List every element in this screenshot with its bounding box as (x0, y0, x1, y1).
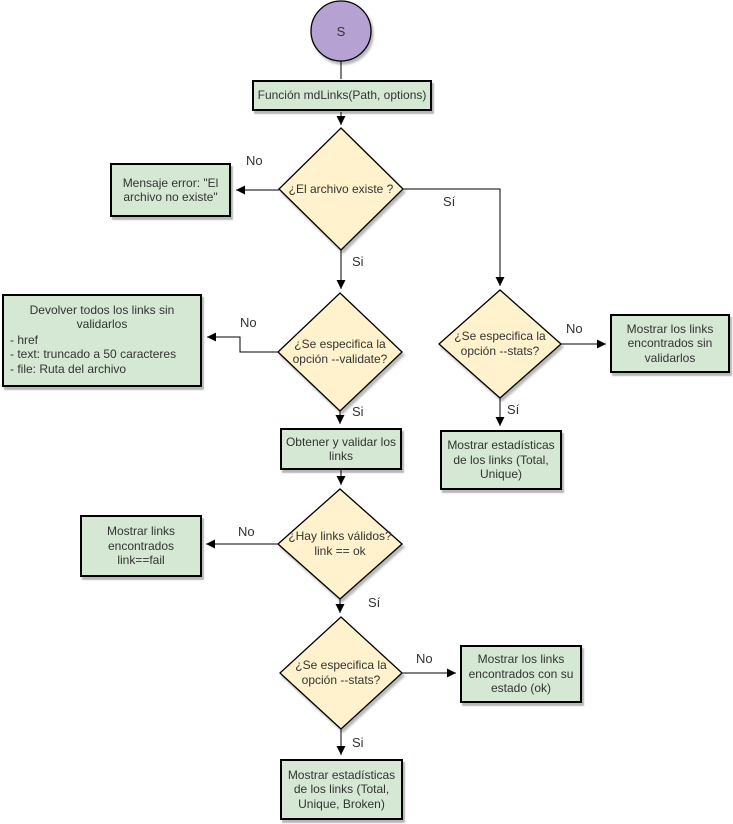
decision-opcion-validate (277, 292, 403, 412)
start-circle (310, 0, 372, 62)
process-mostrar-estado-ok: Mostrar los links encontrados con su est… (460, 645, 582, 703)
decision-opcion-stats-derecha (438, 289, 562, 399)
devolver-title: Devolver todos los links sin validarlos (29, 303, 175, 332)
process-estadisticas-total-unique: Mostrar estadísticas de los links (Total… (440, 430, 562, 490)
devolver-item-file: - file: Ruta del archivo (10, 361, 127, 376)
edge-label-validate-si: Si (352, 404, 364, 419)
decision-archivo-existe (278, 127, 404, 251)
decision-opcion-stats-abajo (279, 616, 403, 730)
process-mensaje-error: Mensaje error: "El archivo no existe" (110, 163, 231, 217)
edge-label-existe-si-derecha: Sí (443, 194, 456, 209)
edge-existe-si-derecha (403, 188, 505, 286)
edge-validate-no (207, 332, 278, 353)
edge-label-hay-links-no: No (238, 524, 255, 539)
process-funcion-mdlinks: Función mdLinks(Path, options) (252, 80, 432, 111)
process-devolver-links: Devolver todos los links sin validarlos … (2, 294, 202, 387)
edge-label-stats-abajo-si: Si (352, 735, 364, 750)
edge-label-hay-links-si: Sí (368, 595, 381, 610)
edge-label-existe-si-abajo: Si (352, 254, 364, 269)
devolver-items: - href - text: truncado a 50 caracteres … (7, 333, 197, 376)
edge-label-stats-derecha-si: Sí (507, 402, 520, 417)
edge-label-stats-abajo-no: No (416, 651, 433, 666)
decision-hay-links-validos (277, 488, 403, 600)
devolver-item-text: - text: truncado a 50 caracteres (10, 347, 177, 362)
edge-label-existe-no: No (246, 153, 263, 168)
devolver-item-href: - href (10, 332, 39, 347)
edge-label-stats-derecha-no: No (566, 321, 583, 336)
process-obtener-validar: Obtener y validar los links (280, 428, 402, 470)
process-mostrar-sin-validar: Mostrar los links encontrados sin valida… (610, 314, 730, 373)
process-estadisticas-broken: Mostrar estadísticas de los links (Total… (280, 759, 403, 820)
edge-label-validate-no: No (240, 315, 257, 330)
process-mostrar-fail: Mostrar links encontrados link==fail (80, 515, 202, 577)
